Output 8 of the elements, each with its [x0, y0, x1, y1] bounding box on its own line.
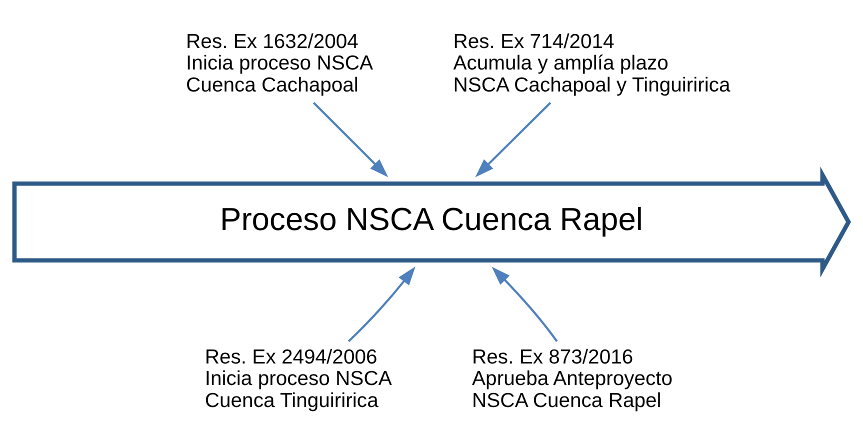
node-text: Res. Ex 873/2016 Aprueba Anteproyecto NSCA Cuenca Rapel: [472, 346, 673, 412]
node-text: Res. Ex 714/2014 Acumula y amplía plazo NSCA Cachapoal y Tinguiririca: [453, 30, 730, 96]
arrow: [475, 102, 552, 178]
node-text: Res. Ex 2494/2006 Inicia proceso NSCA Cuenca Tinguiririca: [204, 346, 392, 412]
arrow: [312, 102, 388, 178]
arrow: [348, 266, 416, 342]
arrow: [492, 266, 558, 342]
node-text: Res. Ex 1632/2004 Inicia proceso NSCA Cuenca Cachapoal: [186, 30, 374, 96]
